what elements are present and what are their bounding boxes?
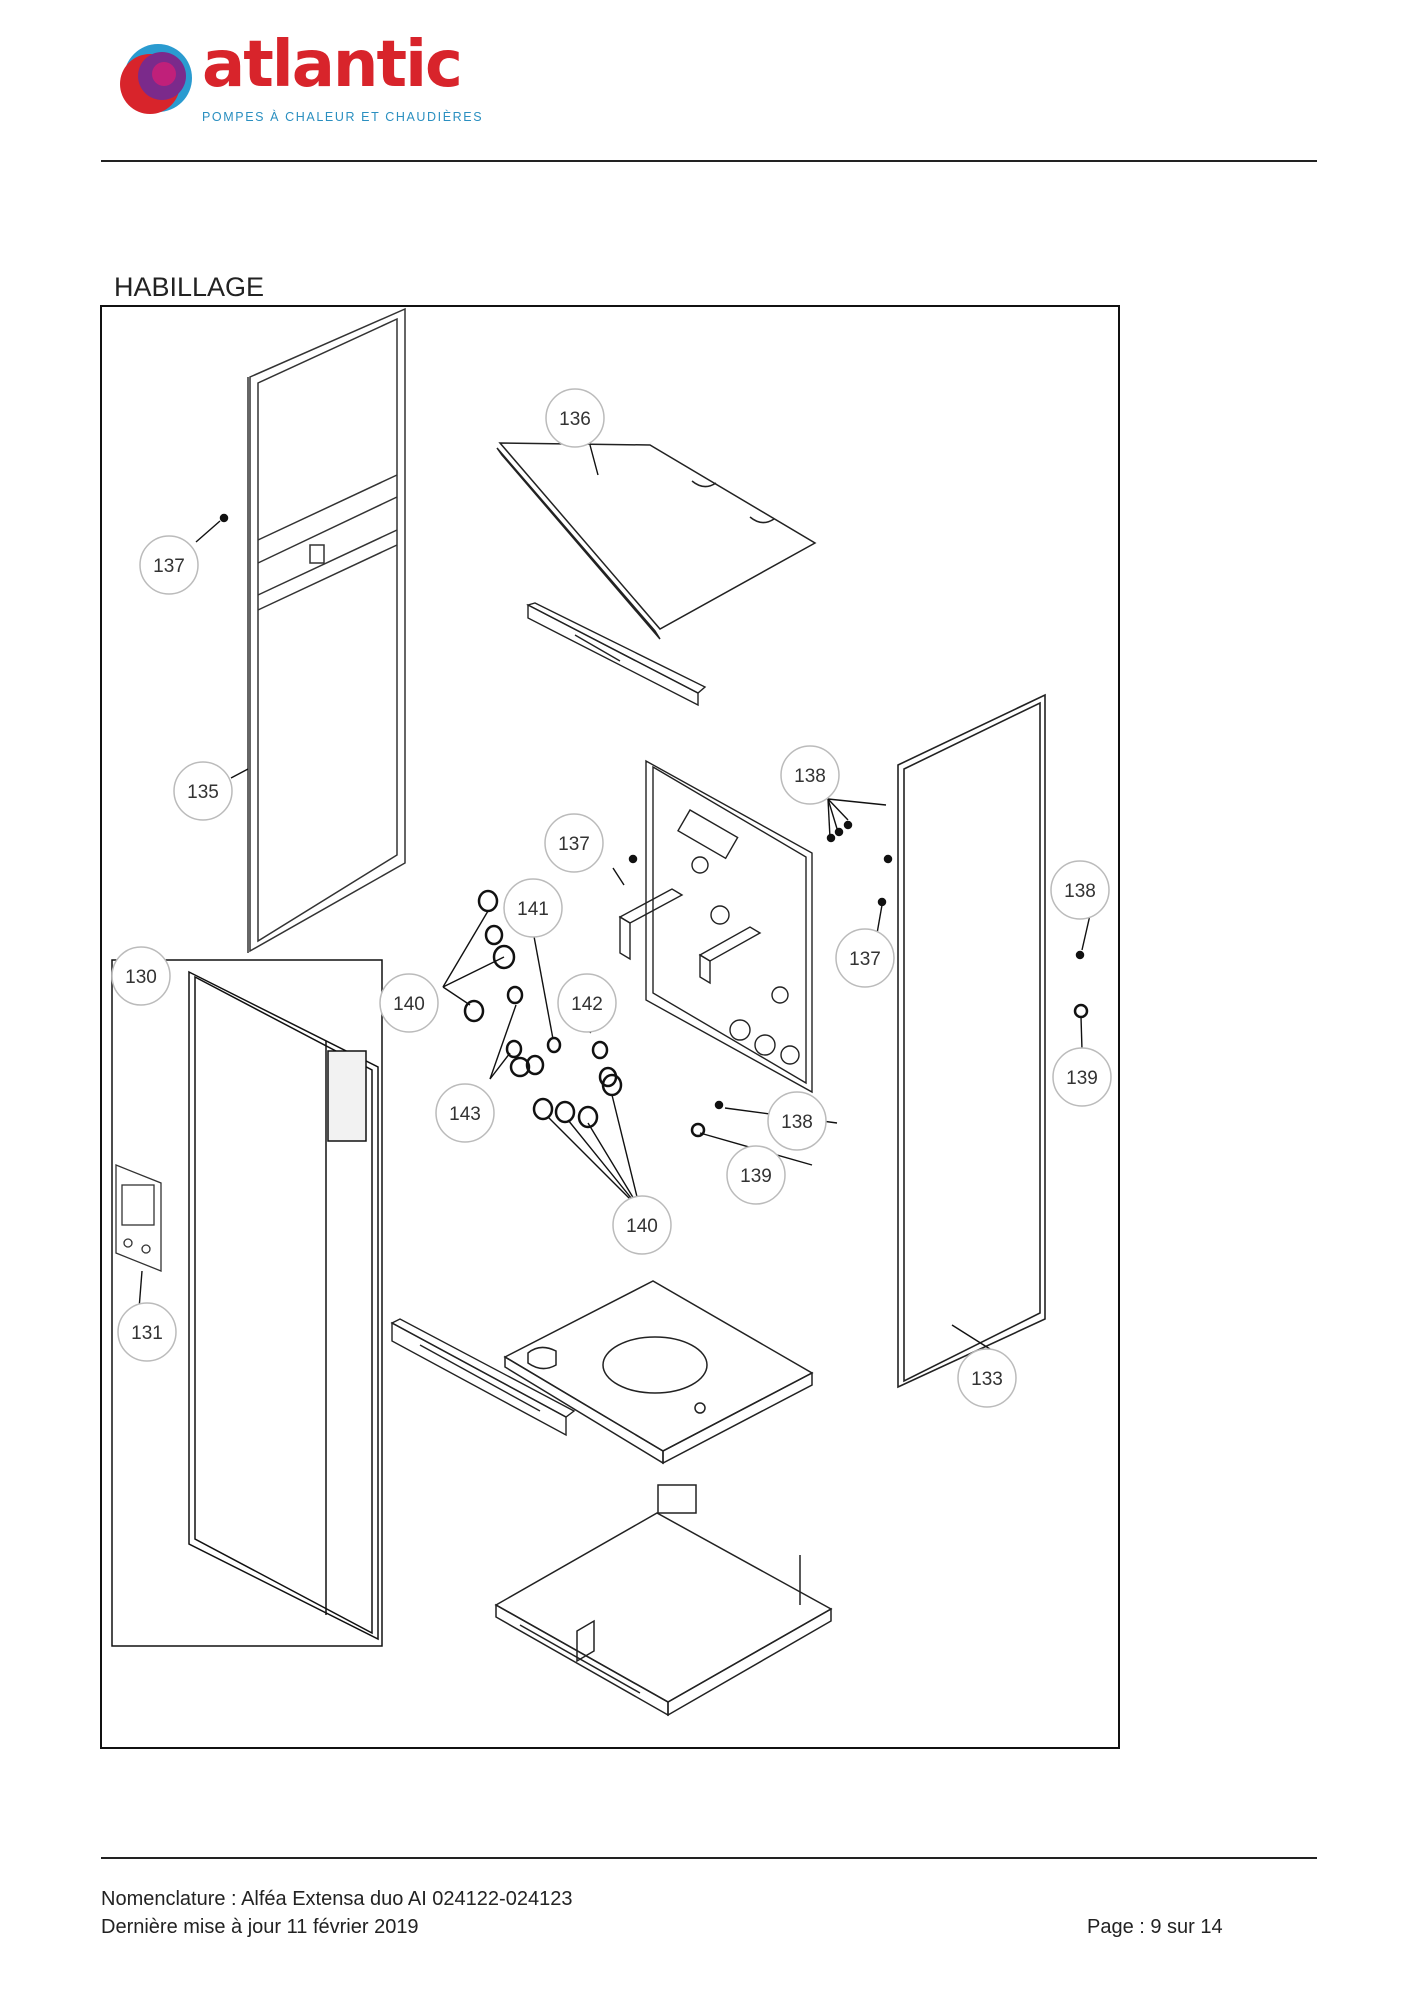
callout-136: 136 <box>559 409 591 430</box>
callout-bubbles <box>111 388 1112 1408</box>
exploded-view-diagram: 136 137 135 138 137 141 138 137 130 140 … <box>100 305 1120 1749</box>
fittings-and-seals <box>219 513 1089 1138</box>
footer-nomenclature: Nomenclature : Alféa Extensa duo AI 0241… <box>101 1888 573 1910</box>
callout-130: 130 <box>125 967 157 988</box>
section-title: HABILLAGE <box>114 272 265 302</box>
callout-143: 143 <box>449 1104 481 1125</box>
callout-142: 142 <box>571 994 603 1015</box>
bottom-chassis <box>494 1484 833 1717</box>
left-side-panel <box>247 307 406 953</box>
footer-rule <box>101 1857 1317 1859</box>
control-panel-plate <box>115 1164 162 1272</box>
callout-137: 137 <box>849 949 881 970</box>
top-rail <box>526 602 707 707</box>
front-panel-frame <box>111 959 383 1647</box>
callout-137: 137 <box>153 556 185 577</box>
callout-141: 141 <box>517 899 549 920</box>
callout-137: 137 <box>558 834 590 855</box>
callout-140: 140 <box>393 994 425 1015</box>
brand-name: atlantic <box>202 28 463 102</box>
callout-139: 139 <box>1066 1068 1098 1089</box>
callout-leaders <box>138 444 1091 1350</box>
logo-swirl-icon <box>120 44 192 114</box>
footer-updated-date: Dernière mise à jour 11 février 2019 <box>101 1916 419 1938</box>
callout-133: 133 <box>971 1369 1003 1390</box>
page-number: Page : 9 sur 14 <box>1087 1916 1223 1938</box>
callout-135: 135 <box>187 782 219 803</box>
callout-138: 138 <box>794 766 826 787</box>
callout-140: 140 <box>626 1216 658 1237</box>
callout-numbers: 136 137 135 138 137 141 138 137 130 140 … <box>125 409 1098 1390</box>
rear-structure-panel <box>618 759 813 1094</box>
base-tray <box>503 1280 814 1465</box>
callout-138: 138 <box>781 1112 813 1133</box>
top-cover <box>496 442 817 640</box>
callout-138: 138 <box>1064 881 1096 902</box>
callout-139: 139 <box>740 1166 772 1187</box>
brand-tagline: POMPES À CHALEUR ET CHAUDIÈRES <box>202 110 484 124</box>
atlantic-logo: atlantic POMPES À CHALEUR ET CHAUDIÈRES <box>112 28 492 128</box>
right-side-panel <box>897 693 1046 1389</box>
callout-131: 131 <box>131 1323 163 1344</box>
front-bottom-rail <box>390 1318 576 1437</box>
header-rule <box>101 160 1317 162</box>
